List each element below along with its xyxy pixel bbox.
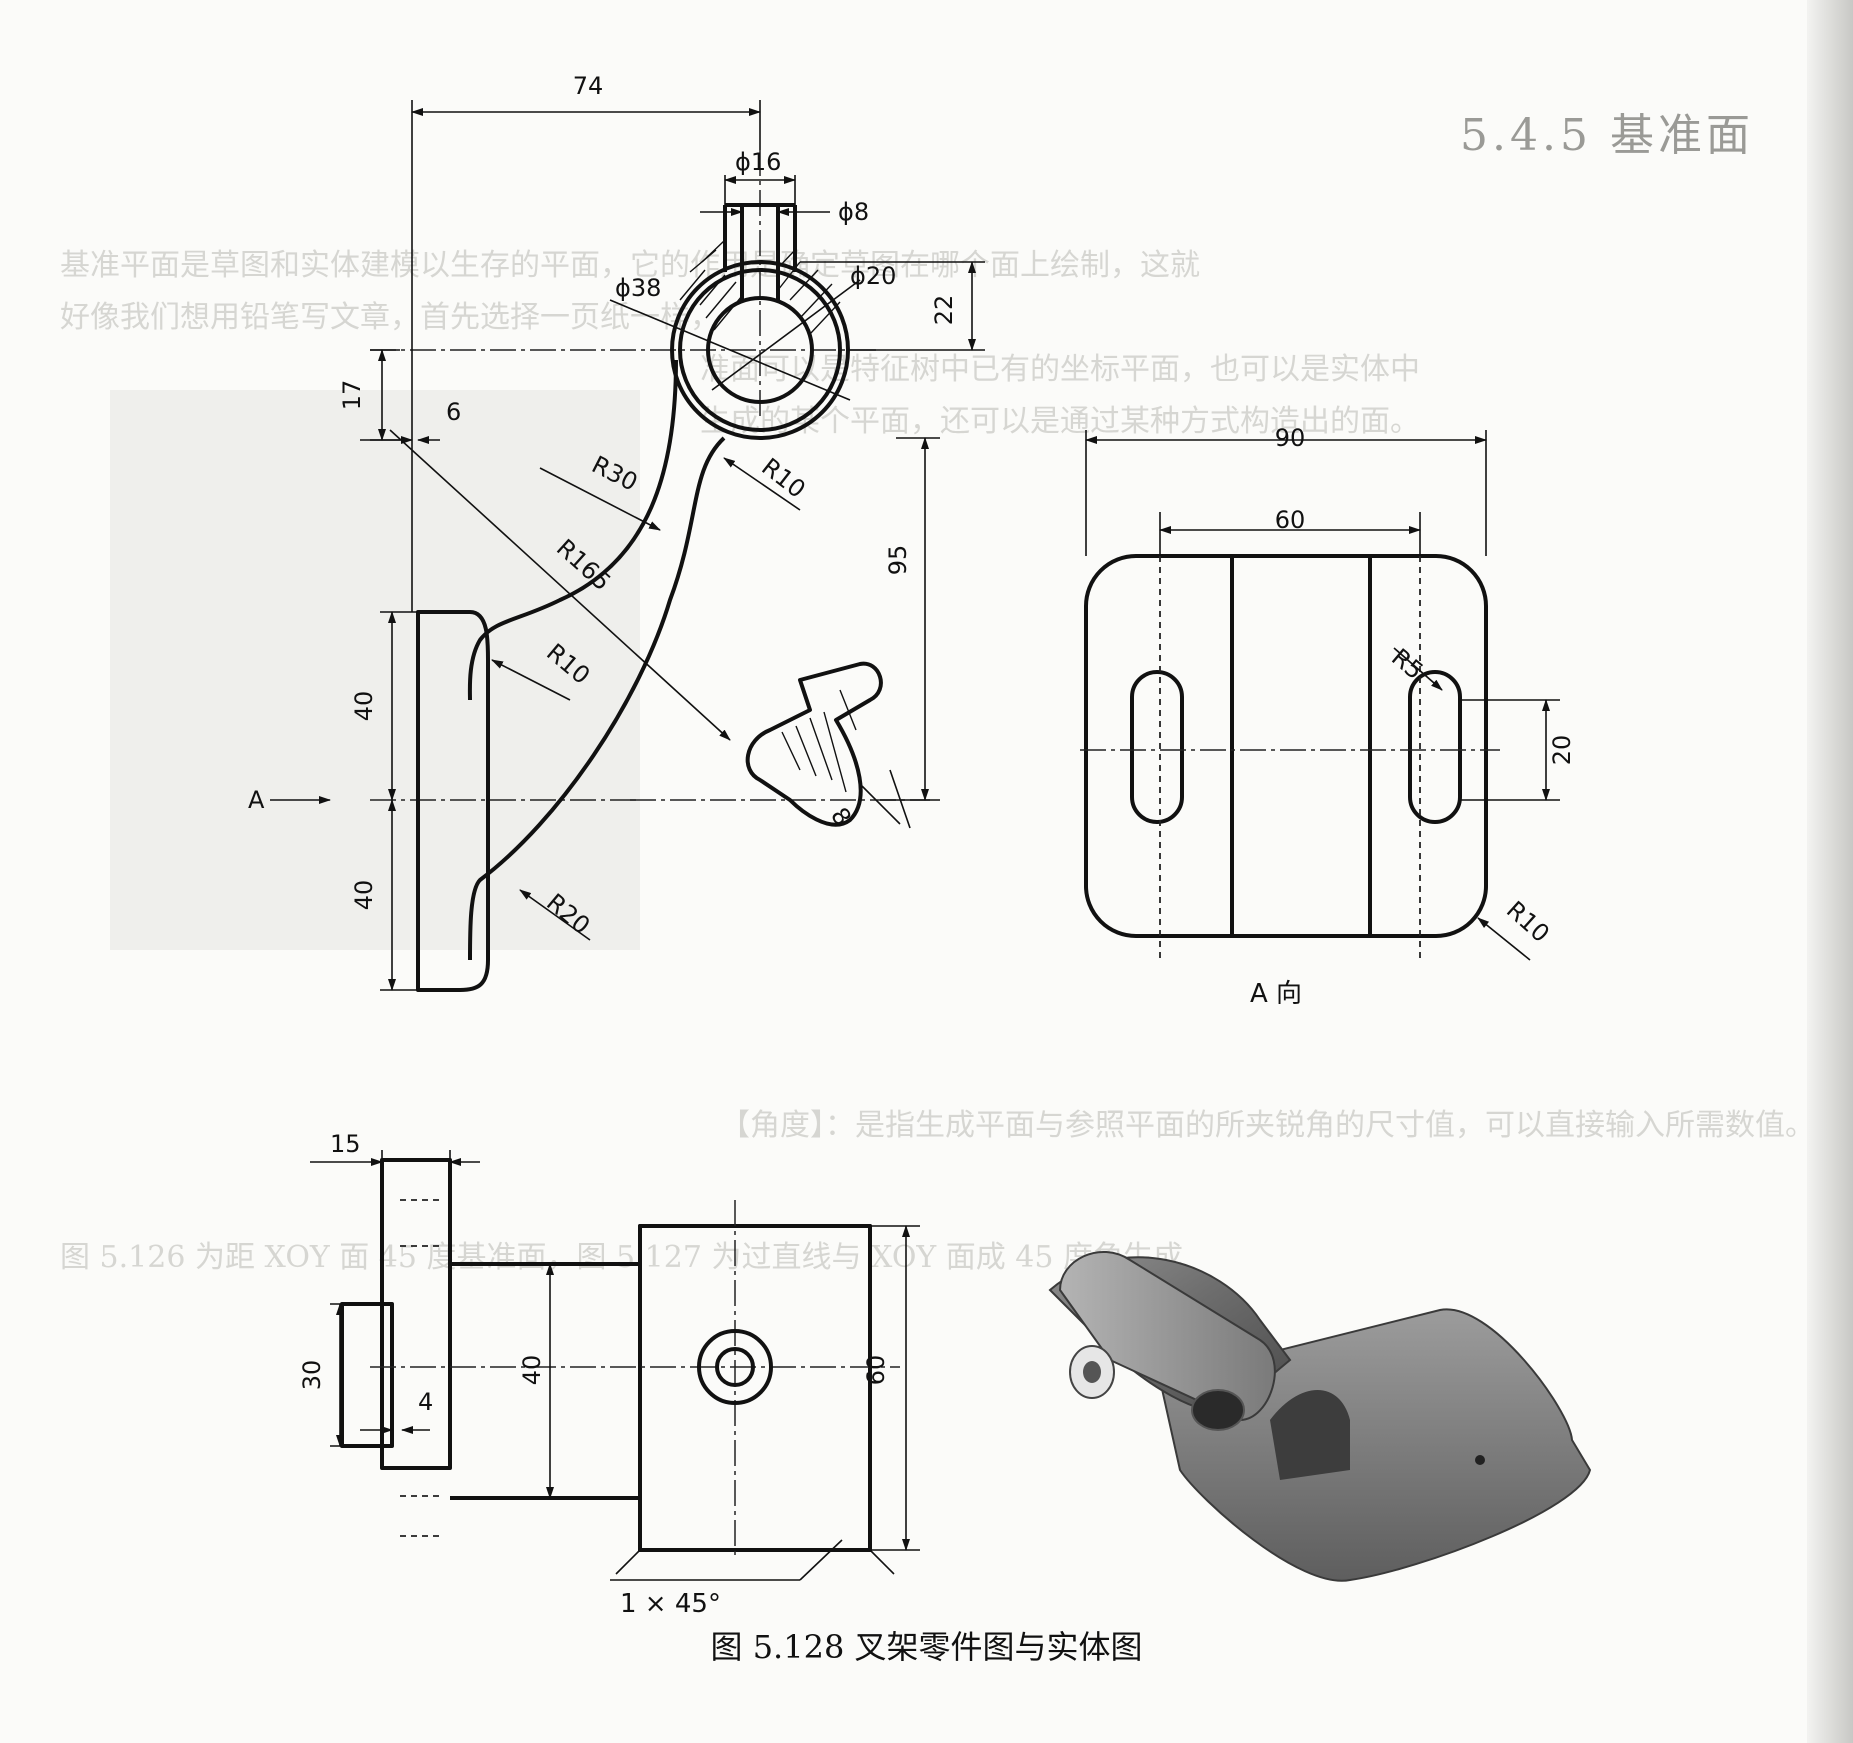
ghost-text-line: 【角度】：是指生成平面与参照平面的所夹锐角的尺寸值，可以直接输入所需数值。 (720, 1108, 1815, 1143)
section-heading: 5.4.5 基准面 (1460, 110, 1754, 161)
oil-hole (740, 205, 780, 300)
3d-slot-shadow (1270, 1390, 1350, 1480)
dim-22: 22 (930, 295, 958, 326)
rib-section (745, 661, 883, 827)
dim-6: 6 (446, 398, 461, 426)
top-view: 15 30 4 40 60 1 × 45° (298, 1130, 920, 1619)
dim-60: 60 (862, 1355, 890, 1386)
dim-74: 74 (573, 72, 604, 100)
3d-boss-hole-inner (1083, 1361, 1101, 1383)
plate-top (638, 1224, 872, 1552)
dim-17: 17 (338, 380, 366, 411)
book-spine-shadow (1807, 0, 1853, 1743)
dim-r10-upper: R10 (756, 453, 810, 504)
3d-small-hole (1475, 1455, 1485, 1465)
dim-15: 15 (330, 1130, 361, 1158)
plate-outline (1084, 554, 1488, 938)
dim-phi16: ϕ16 (735, 148, 781, 176)
boss-inner-circle (678, 268, 842, 432)
base-plate (416, 610, 490, 992)
dim-20: 20 (1548, 735, 1576, 766)
rib-hatch (781, 689, 857, 793)
ghost-figure-block (110, 390, 640, 950)
bolt-hole-outer (697, 1329, 773, 1405)
dim-40-lower: 40 (350, 880, 378, 911)
slot-left (1130, 670, 1184, 824)
base-plate-top (340, 1302, 394, 1448)
3d-main-bore (1191, 1389, 1245, 1431)
dim-8-rib: 8 (825, 802, 857, 831)
ghost-text-line: 图 5.126 为距 XOY 面 45 度基准面，图 5.127 为过直线与 X… (60, 1240, 1184, 1275)
dim-95: 95 (884, 545, 912, 576)
dim-phi8: ϕ8 (838, 198, 869, 226)
boss-top (380, 1158, 452, 1470)
ghost-text-line: 好像我们想用铅笔写文章，首先选择一页纸一样， (60, 300, 720, 335)
arm-top-outline (390, 1224, 872, 1552)
3d-boss-face (1058, 1250, 1276, 1422)
arm-outline (467, 359, 726, 961)
bore-circle (706, 296, 814, 404)
bolt-hole-inner (715, 1347, 755, 1387)
chamfer-marks (615, 1549, 895, 1575)
dim-phi38: ϕ38 (615, 274, 661, 302)
figure-caption: 图 5.128 叉架零件图与实体图 (710, 1628, 1143, 1666)
side-view: 90 60 R5 20 R10 A 向 (1080, 424, 1576, 1009)
ghost-text-line: 准面可以是特征树中已有的坐标平面，也可以是实体中 (700, 352, 1420, 387)
view-label-a: A 向 (1250, 979, 1302, 1009)
dim-chamfer: 1 × 45° (620, 1589, 721, 1619)
dim-r10: R10 (1501, 896, 1555, 948)
dim-4: 4 (418, 1388, 433, 1416)
dim-40: 40 (518, 1355, 546, 1386)
ghost-text-line: 基准平面是草图和实体建模以生存的平面，它的作用是确定草图在哪个面上绘制，这就 (60, 248, 1200, 283)
view-arrow-a: A (248, 786, 265, 814)
render-3d-image (1048, 1250, 1592, 1582)
dim-30: 30 (298, 1360, 326, 1391)
ghost-text-line: 生成的某个平面，还可以是通过某种方式构造出的面。 (700, 404, 1420, 439)
section-hatch (679, 239, 841, 335)
dim-40-upper: 40 (350, 691, 378, 722)
dim-r5: R5 (1386, 643, 1428, 685)
slot-right (1408, 670, 1462, 824)
dim-90: 90 (1275, 424, 1306, 452)
dim-phi20: ϕ20 (850, 262, 896, 290)
dim-60: 60 (1275, 506, 1306, 534)
oil-boss-outline (723, 203, 797, 272)
